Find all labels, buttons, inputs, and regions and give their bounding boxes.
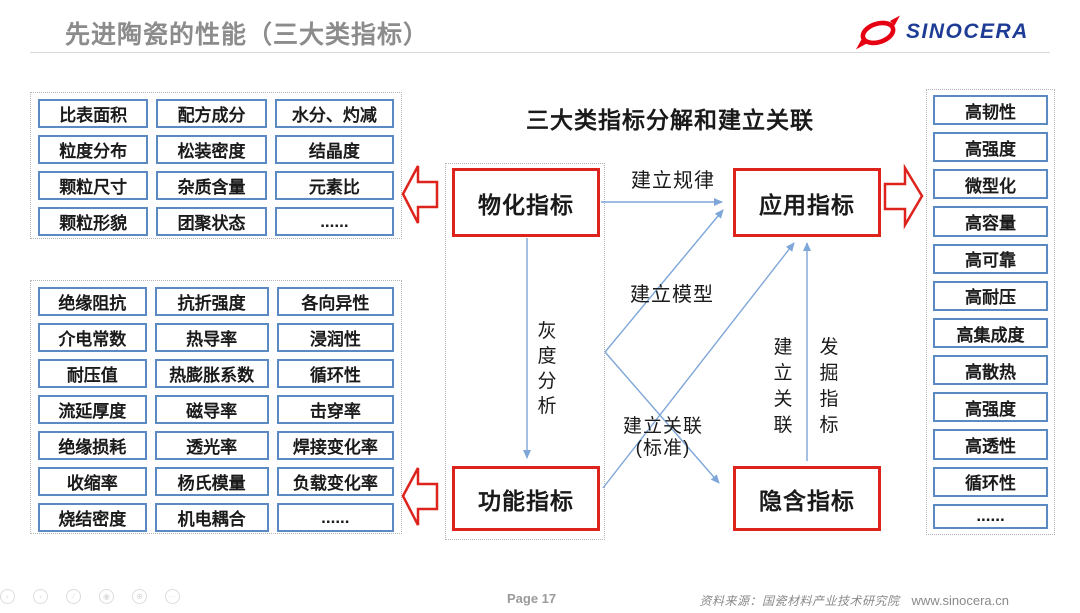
indicator-box: 击穿率 bbox=[276, 395, 394, 424]
indicator-box: ...... bbox=[274, 207, 394, 236]
indicator-box: 磁导率 bbox=[154, 395, 269, 424]
indicator-box: 绝缘损耗 bbox=[38, 431, 147, 460]
indicator-box: 比表面积 bbox=[38, 99, 149, 128]
indicator-box: 高强度 bbox=[933, 392, 1048, 423]
back-icon[interactable]: ‹ bbox=[0, 589, 15, 604]
indicator-box: 绝缘阻抗 bbox=[38, 287, 147, 316]
indicator-box: 高集成度 bbox=[933, 317, 1048, 349]
edge-label-associate-line2: (标准) bbox=[635, 438, 691, 459]
indicator-box: 杂质含量 bbox=[156, 171, 267, 200]
indicator-box: 循环性 bbox=[933, 466, 1048, 497]
edge-label-associate-vertical: 建立关联 bbox=[773, 337, 793, 436]
indicator-box: 热膨胀系数 bbox=[154, 359, 269, 388]
logo-wordmark: SINOCERA bbox=[906, 20, 1029, 43]
indicator-box: 配方成分 bbox=[156, 99, 267, 128]
page-title: 先进陶瓷的性能（三大类指标） bbox=[65, 21, 430, 49]
indicator-box: 烧结密度 bbox=[38, 503, 147, 532]
indicator-box: 粒度分布 bbox=[38, 135, 149, 164]
indicator-box: 耐压值 bbox=[38, 359, 147, 388]
indicator-box: 杨氏模量 bbox=[154, 467, 269, 496]
node-functional-indicators: 功能指标 bbox=[452, 466, 600, 531]
zoom-icon[interactable]: ⊕ bbox=[132, 589, 147, 604]
indicator-box: 高可靠 bbox=[933, 243, 1048, 274]
physico-indicator-grid: 比表面积配方成分水分、灼减粒度分布松装密度结晶度颗粒尺寸杂质含量元素比颗粒形貌团… bbox=[30, 92, 402, 239]
indicator-box: 颗粒尺寸 bbox=[38, 171, 149, 200]
more-icon[interactable]: ⋯ bbox=[165, 589, 180, 604]
indicator-box: ...... bbox=[276, 503, 394, 532]
indicator-box: 焊接变化率 bbox=[276, 431, 394, 460]
indicator-box: 负载变化率 bbox=[276, 467, 394, 496]
indicator-box: 高散热 bbox=[933, 355, 1048, 386]
indicator-box: 团聚状态 bbox=[156, 207, 267, 236]
indicator-box: 水分、灼减 bbox=[274, 99, 394, 128]
indicator-box: 热导率 bbox=[154, 323, 269, 352]
website-text: www.sinocera.cn bbox=[911, 593, 1009, 608]
edge-label-model: 建立模型 bbox=[630, 284, 714, 306]
functional-indicator-grid: 绝缘阻抗抗折强度各向异性介电常数热导率浸润性耐压值热膨胀系数循环性流延厚度磁导率… bbox=[30, 280, 402, 534]
indicator-box: 结晶度 bbox=[274, 135, 394, 164]
indicator-box: 抗折强度 bbox=[154, 287, 269, 316]
node-physico-indicators: 物化指标 bbox=[452, 168, 600, 237]
indicator-box: 介电常数 bbox=[38, 323, 147, 352]
indicator-box: 各向异性 bbox=[276, 287, 394, 316]
footer-source-area: 资料来源：国瓷材料产业技术研究院 www.sinocera.cn bbox=[699, 592, 1009, 609]
indicator-box: 流延厚度 bbox=[38, 395, 147, 424]
indicator-box: 收缩率 bbox=[38, 467, 147, 496]
indicator-box: 循环性 bbox=[276, 359, 394, 388]
source-attribution: 资料来源：国瓷材料产业技术研究院 bbox=[699, 594, 900, 608]
sinocera-logo-icon bbox=[856, 15, 900, 50]
indicator-box: 微型化 bbox=[933, 169, 1048, 200]
edge-label-associate-standard: 建立关联 (标准) bbox=[598, 416, 728, 460]
node-application-indicators: 应用指标 bbox=[733, 168, 881, 237]
viewer-toolbar: ‹ › ∕ ◉ ⊕ ⋯ bbox=[0, 589, 180, 604]
pen-icon[interactable]: ∕ bbox=[66, 589, 81, 604]
indicator-box: ...... bbox=[933, 503, 1048, 529]
left-block-arrow-bottom bbox=[401, 467, 439, 526]
indicator-box: 透光率 bbox=[154, 431, 269, 460]
edge-label-grey-analysis: 灰度分析 bbox=[537, 321, 557, 417]
indicator-box: 颗粒形貌 bbox=[38, 207, 149, 236]
indicator-box: 高透性 bbox=[933, 429, 1048, 460]
edge-label-associate-line1: 建立关联 bbox=[622, 416, 703, 437]
header-divider bbox=[30, 52, 1050, 53]
logo: SINOCERA bbox=[856, 12, 1029, 52]
play-icon[interactable]: › bbox=[33, 589, 48, 604]
page-number: Page 17 bbox=[507, 591, 557, 606]
indicator-box: 高耐压 bbox=[933, 280, 1048, 311]
indicator-box: 浸润性 bbox=[276, 323, 394, 352]
indicator-box: 高强度 bbox=[933, 132, 1048, 163]
indicator-box: 机电耦合 bbox=[154, 503, 269, 532]
edge-label-rule: 建立规律 bbox=[631, 170, 715, 192]
diagram-heading: 三大类指标分解和建立关联 bbox=[526, 107, 814, 133]
record-icon[interactable]: ◉ bbox=[99, 589, 114, 604]
indicator-box: 松装密度 bbox=[156, 135, 267, 164]
right-block-arrow bbox=[883, 163, 924, 230]
indicator-box: 元素比 bbox=[274, 171, 394, 200]
edge-label-discover-vertical: 发掘指标 bbox=[819, 337, 839, 436]
application-indicator-grid: 高韧性高强度微型化高容量高可靠高耐压高集成度高散热高强度高透性循环性...... bbox=[926, 89, 1055, 535]
node-implicit-indicators: 隐含指标 bbox=[733, 466, 881, 531]
left-block-arrow-top bbox=[401, 165, 439, 224]
indicator-box: 高容量 bbox=[933, 206, 1048, 237]
indicator-box: 高韧性 bbox=[933, 95, 1048, 126]
